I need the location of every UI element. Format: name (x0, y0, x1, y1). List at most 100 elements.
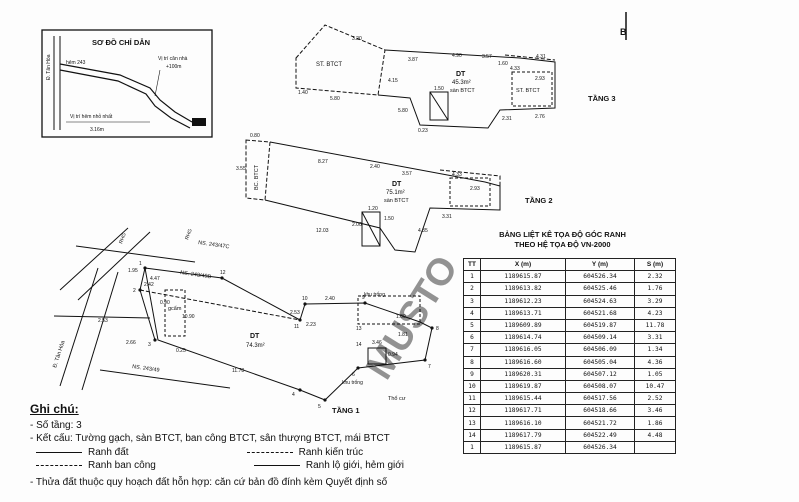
table-cell: 1.34 (634, 343, 676, 357)
coordinate-table-title: BẢNG LIỆT KÊ TỌA ĐỘ GÓC RANH THEO HỆ TỌA… (455, 230, 670, 250)
point-label: 13 (356, 326, 362, 332)
table-cell: 1189609.89 (480, 318, 566, 333)
floor-1-alley-b: NS. 243/49B (180, 270, 212, 280)
dim: 0.80 (250, 133, 260, 139)
land-boundary-line-icon (36, 451, 82, 453)
floor-3-plan (295, 24, 556, 129)
dim: 2.23 (306, 322, 316, 328)
legend-row-2: Ranh ban công Ranh lộ giới, hẻm giới (36, 459, 470, 473)
table-cell: 1189613.82 (480, 282, 566, 296)
table-cell: 5 (463, 318, 481, 333)
dim: 1.40 (298, 90, 308, 96)
table-cell: 1 (463, 440, 481, 455)
table-cell: 1189616.05 (480, 343, 566, 357)
table-cell: 1189616.10 (480, 416, 566, 430)
header-s: S (m) (634, 257, 676, 272)
table-cell: 1189613.71 (480, 306, 566, 320)
table-cell: 1189612.23 (480, 294, 566, 308)
floor-3-left-room: ST. BTCT (316, 62, 342, 68)
header-y: Y (m) (565, 257, 635, 272)
table-cell: 10 (463, 379, 481, 394)
dim: 2.00 (352, 222, 362, 228)
dim: 3.20 (352, 36, 362, 42)
guide-house-distance: +100m (166, 64, 181, 70)
dim: 2.53 (98, 318, 108, 324)
floor-3-area-material: sàn BTCT (450, 88, 475, 94)
table-cell: 1189620.31 (480, 367, 566, 381)
point-label: 11 (294, 324, 299, 330)
dim: 3.31 (442, 214, 452, 220)
guide-house-position: Vị trí căn nhà (158, 56, 188, 62)
table-cell: 10.47 (634, 379, 676, 394)
dim: 1.95 (128, 268, 138, 274)
floor-3-area-code: DT (456, 71, 466, 78)
dim: 11.78 (232, 368, 244, 374)
dim: 0.90 (160, 300, 170, 306)
floor-1-rhg-a: RHG (118, 232, 127, 245)
table-cell: 9 (463, 367, 481, 381)
table-cell: 604505.04 (565, 355, 635, 369)
floor-1-area-value: 74.3m² (246, 343, 265, 349)
table-cell: 3.29 (634, 294, 676, 308)
table-cell: 1.76 (634, 282, 676, 296)
floor-3-dimensions: 3.20 5.80 3.87 4.90 3.57 1.60 4.33 5.80 … (298, 36, 546, 134)
floor-1-corner-points (138, 266, 434, 402)
dim: 2.53 (290, 310, 300, 316)
table-cell: 1189614.74 (480, 331, 566, 345)
corner-point (138, 288, 142, 292)
dim: 1.20 (368, 206, 378, 212)
balcony-boundary-line-icon (36, 465, 82, 467)
table-cell: 4.23 (634, 306, 676, 320)
dim: 12.03 (316, 228, 329, 234)
floor-3-right-room: ST. BTCT (516, 88, 540, 94)
house-marker-icon (192, 118, 206, 126)
table-cell: 4.48 (634, 428, 676, 442)
table-cell: 1189617.79 (480, 428, 566, 442)
table-cell: 604526.34 (565, 270, 635, 284)
coordinate-table-title-line1: BẢNG LIỆT KÊ TỌA ĐỘ GÓC RANH (499, 230, 626, 239)
floor-2-dimensions: 0.80 8.27 2.40 3.57 4.33 2.93 12.03 3.31… (236, 133, 480, 234)
point-label: 8 (436, 326, 439, 332)
table-cell: 3 (463, 294, 481, 308)
table-cell: 1189619.87 (480, 379, 566, 394)
legend-road: Ranh lộ giới, hẻm giới (305, 460, 405, 471)
table-cell: 2.52 (634, 392, 676, 406)
table-cell: 3.46 (634, 404, 676, 418)
header-tt: TT (463, 257, 481, 272)
table-cell: 604521.68 (565, 306, 635, 320)
dim: 3.87 (408, 57, 418, 63)
point-label: 7 (428, 364, 431, 370)
dim: 2.93 (470, 186, 480, 192)
table-cell: 1189616.60 (480, 355, 566, 369)
dim: 4.31 (536, 54, 546, 60)
corner-point (153, 338, 157, 342)
corner-point (303, 302, 307, 306)
header-x: X (m) (480, 257, 566, 272)
dim: 4.33 (452, 172, 462, 178)
notes-title: Ghi chú: (30, 402, 79, 416)
table-cell: 7 (463, 343, 481, 357)
dim: 0.25 (176, 348, 186, 354)
dim: 2.31 (502, 116, 512, 122)
table-cell (634, 440, 676, 455)
dim: 4.47 (150, 276, 160, 282)
corner-point (143, 266, 147, 270)
point-label: 5 (318, 404, 321, 410)
corner-point (298, 388, 302, 392)
table-cell: 2.32 (634, 270, 676, 284)
dim: 3.55 (236, 166, 246, 172)
corner-point (356, 366, 360, 370)
table-cell: 1189615.87 (480, 440, 566, 455)
floor-1-alley-a: NS. 243/47C (198, 240, 230, 250)
point-label: 6 (352, 372, 355, 378)
floor-1-empty-lot-bottom: khu trống (342, 380, 363, 386)
dim: 3.46 (372, 340, 382, 346)
road-boundary-line-icon (253, 465, 300, 467)
floor-3-label: TẦNG 3 (588, 93, 616, 103)
table-cell: 604518.66 (565, 404, 635, 418)
